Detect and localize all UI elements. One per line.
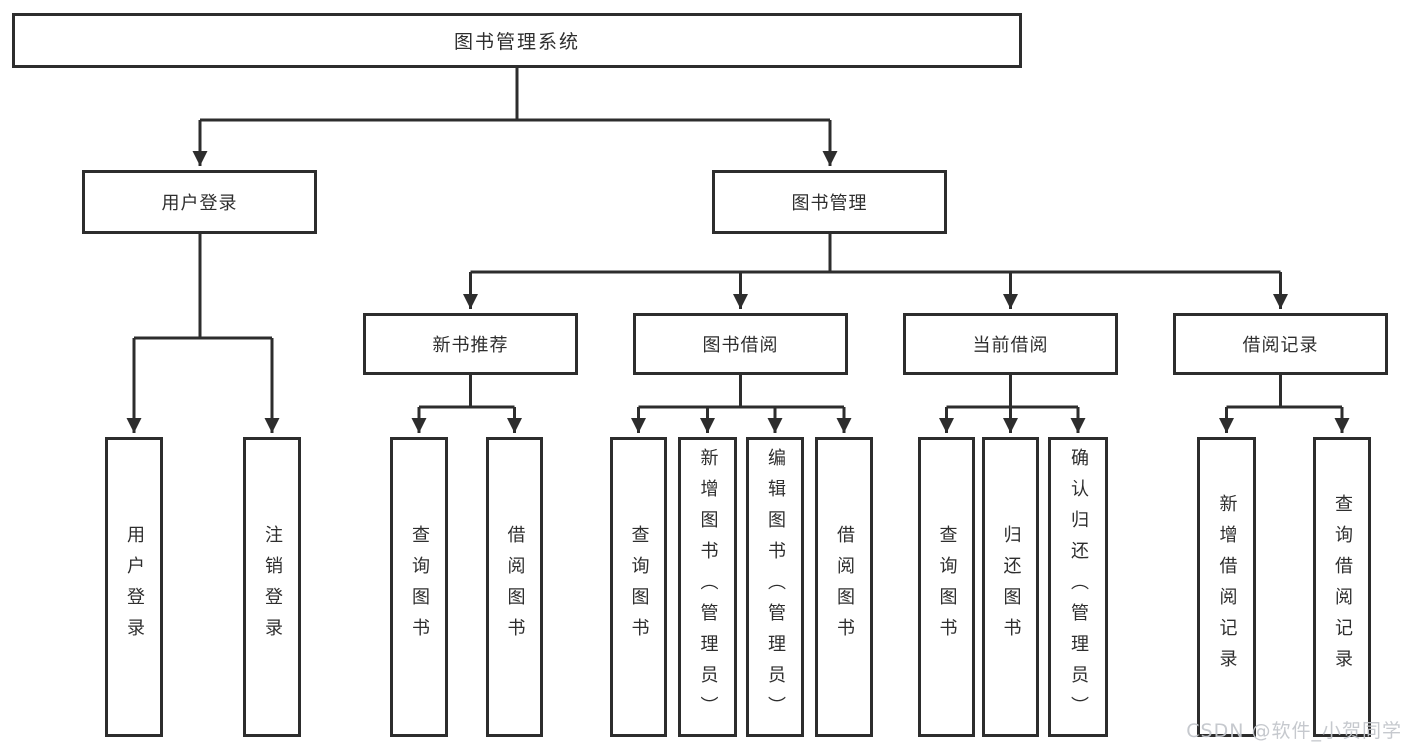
leaf-query-borrow-record: 查询借阅记录 (1313, 437, 1371, 737)
node-label: 查询图书 (628, 525, 650, 649)
leaf-logout: 注销登录 (243, 437, 301, 737)
leaf-query-books-borrow: 查询图书 (610, 437, 667, 737)
leaf-add-books-admin: 新增图书（管理员） (678, 437, 737, 737)
leaf-query-books-recommend: 查询图书 (390, 437, 448, 737)
node-label: 查询图书 (409, 525, 430, 649)
node-label: 新增图书（管理员） (697, 447, 719, 727)
node-borrow-records: 借阅记录 (1173, 313, 1388, 375)
leaf-return-books: 归还图书 (982, 437, 1039, 737)
node-book-borrow: 图书借阅 (633, 313, 848, 375)
node-label: 借阅记录 (1242, 335, 1319, 356)
node-label: 编辑图书（管理员） (765, 447, 786, 727)
watermark: CSDN @软件_小贺同学 (1186, 720, 1402, 742)
leaf-borrow-books: 借阅图书 (815, 437, 873, 737)
node-label: 图书管理系统 (453, 31, 580, 53)
leaf-user-login: 用户登录 (105, 437, 163, 737)
node-current-borrow: 当前借阅 (903, 313, 1118, 375)
node-library-management-system: 图书管理系统 (12, 13, 1022, 68)
node-label: 图书借阅 (702, 335, 779, 356)
node-label: 新书推荐 (432, 335, 509, 356)
leaf-add-borrow-record: 新增借阅记录 (1197, 437, 1256, 737)
leaf-edit-books-admin: 编辑图书（管理员） (746, 437, 804, 737)
node-label: 确认归还（管理员） (1068, 447, 1089, 727)
node-label: 用户登录 (124, 525, 145, 649)
node-new-book-recommend: 新书推荐 (363, 313, 578, 375)
node-label: 新增借阅记录 (1216, 494, 1238, 680)
node-label: 借阅图书 (504, 525, 526, 649)
node-book-management-branch: 图书管理 (712, 170, 947, 234)
node-label: 当前借阅 (972, 335, 1049, 356)
node-label: 借阅图书 (834, 525, 855, 649)
node-label: 图书管理 (791, 193, 868, 214)
node-label: 查询图书 (936, 525, 958, 649)
node-label: 查询借阅记录 (1332, 494, 1353, 680)
leaf-borrow-books-recommend: 借阅图书 (486, 437, 543, 737)
node-label: 用户登录 (161, 193, 238, 214)
node-user-login-branch: 用户登录 (82, 170, 317, 234)
leaf-query-books-current: 查询图书 (918, 437, 975, 737)
node-label: 归还图书 (1000, 525, 1022, 649)
node-label: 注销登录 (262, 525, 283, 649)
leaf-confirm-return-admin: 确认归还（管理员） (1048, 437, 1108, 737)
